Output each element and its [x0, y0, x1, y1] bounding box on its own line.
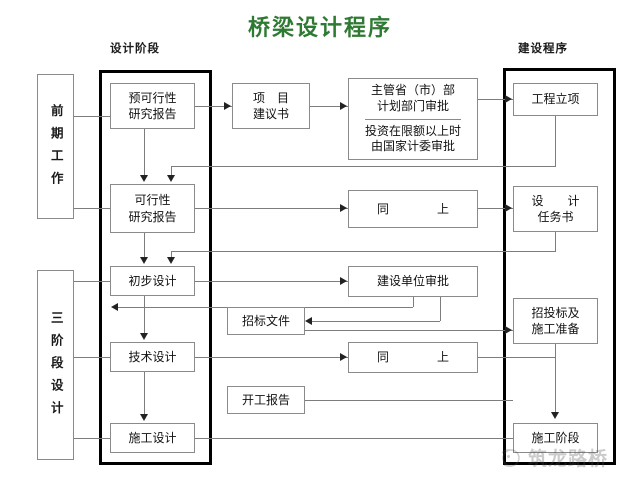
box-construction-design[interactable]: 施工设计 — [110, 423, 195, 453]
box-project-initiation[interactable]: 工程立项 — [513, 83, 598, 116]
connector-unitapproval-down-left — [413, 297, 414, 307]
box-construction-phase[interactable]: 施工阶段 — [513, 423, 598, 453]
arrowhead-preliminary-in — [139, 257, 148, 264]
construction-procedure-frame — [503, 68, 616, 465]
stage-label-early-work-text: 前期工作 — [48, 104, 64, 194]
box-feasibility-report[interactable]: 可行性 研究报告 — [110, 184, 195, 233]
connector-three-to-preliminary — [74, 281, 110, 282]
stage-label-three-stage-design-text: 三阶段设计 — [48, 311, 64, 424]
connector-preparation-to-phase — [555, 344, 556, 414]
approval-lower-text: 投资在限额以上时 由国家计委审批 — [364, 118, 461, 160]
connector-technical-to-sameasabove2 — [195, 357, 348, 358]
arrowhead-authority-in — [340, 101, 347, 110]
arrowhead-unitapproval-in — [340, 276, 347, 285]
connector-prefeasibility-to-feasibility — [144, 129, 145, 177]
connector-bidding-to-preparation — [305, 330, 513, 331]
arrowhead-preparation-in — [505, 325, 512, 334]
connector-prefeasibility-to-proposal — [195, 106, 232, 107]
box-pre-feasibility-report[interactable]: 预可行性 研究报告 — [110, 83, 195, 129]
arrowhead-bidding-documents-in — [305, 316, 312, 325]
connector-assignment-down — [555, 232, 556, 251]
box-commencement-report[interactable]: 开工报告 — [227, 386, 305, 414]
page-title: 桥梁设计程序 — [247, 16, 392, 41]
arrowhead-feasibility-in — [139, 175, 148, 182]
arrowhead-construction-design-in — [139, 414, 148, 421]
arrowhead-technical-in — [139, 333, 148, 340]
connector-early-to-prefeasibility — [74, 116, 110, 117]
connector-constructiondesign-to-phase — [195, 438, 513, 439]
box-same-as-above-1[interactable]: 同 上 — [348, 190, 478, 228]
arrowhead-preliminary-in-right — [166, 257, 175, 264]
connector-sameasabove1-to-assignment — [478, 208, 513, 209]
approval-upper-text: 主管省（市）部 计划部门审批 — [370, 83, 455, 113]
connector-initiation-down — [555, 116, 556, 166]
connector-three-to-construction — [74, 438, 110, 439]
box-bidding-documents[interactable]: 招标文件 — [227, 307, 305, 335]
connector-three-to-technical — [74, 357, 110, 358]
arrowhead-initiation-in — [505, 94, 512, 103]
stage-label-three-stage-design: 三阶段设计 — [37, 270, 74, 460]
connector-unitapproval-to-bidding-v — [440, 297, 441, 321]
connector-proposal-to-authority — [310, 106, 348, 107]
arrowhead-proposal-in — [224, 101, 231, 110]
box-bidding-and-preparation[interactable]: 招投标及 施工准备 — [513, 298, 598, 344]
box-project-proposal[interactable]: 项 目 建议书 — [232, 83, 310, 129]
arrowhead-sameasabove1-in — [340, 203, 347, 212]
arrowhead-preliminary-return — [111, 302, 118, 311]
connector-authority-to-initiation — [478, 99, 513, 100]
arrowhead-feasibility-in-right — [166, 175, 175, 182]
connector-assignment-to-preliminary-h — [171, 251, 556, 252]
connector-feasibility-to-preliminary — [144, 233, 145, 259]
connector-commencement-to-right — [305, 400, 513, 401]
connector-feasibility-to-sameasabove1 — [195, 208, 348, 209]
arrowhead-sameasabove2-in — [340, 352, 347, 361]
box-same-as-above-2[interactable]: 同 上 — [348, 342, 478, 373]
arrowhead-construction-phase-in — [550, 412, 559, 419]
box-technical-design[interactable]: 技术设计 — [110, 342, 195, 372]
connector-unitapproval-to-bidding-h — [312, 321, 440, 322]
stage-label-early-work: 前期工作 — [37, 74, 74, 219]
design-stage-frame — [99, 70, 212, 465]
box-preliminary-design[interactable]: 初步设计 — [110, 266, 195, 296]
connector-preliminary-to-technical — [144, 296, 145, 335]
connector-initiation-to-feasibility-h — [171, 166, 556, 167]
connector-technical-to-construction — [144, 372, 145, 416]
connector-preliminary-to-unitapproval — [195, 281, 348, 282]
box-design-assignment[interactable]: 设 计 任务书 — [513, 186, 598, 232]
connector-assignment-to-preliminary-v — [171, 251, 172, 259]
connector-early-to-feasibility — [74, 208, 110, 209]
box-construction-unit-approval[interactable]: 建设单位审批 — [348, 266, 478, 297]
connector-initiation-to-feasibility-v — [171, 166, 172, 176]
arrowhead-assignment-in — [505, 203, 512, 212]
box-competent-authority-approval[interactable]: 主管省（市）部 计划部门审批 投资在限额以上时 由国家计委审批 — [348, 78, 478, 160]
connector-sameasabove2-right — [478, 357, 555, 358]
column-header-design-stage: 设计阶段 — [110, 41, 160, 55]
column-header-construction-procedure: 建设程序 — [518, 41, 568, 55]
